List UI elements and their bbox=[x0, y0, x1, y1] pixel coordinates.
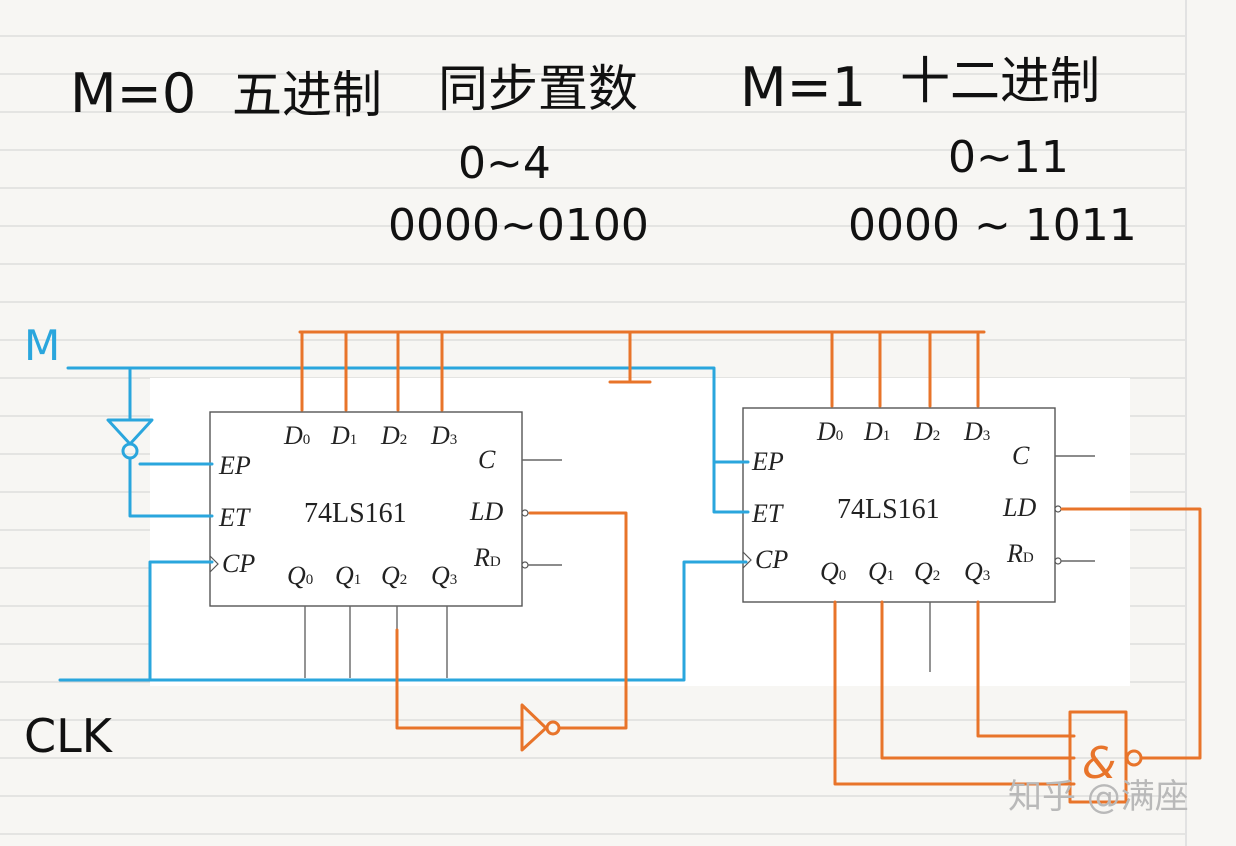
counter-type-left: 五进制 bbox=[232, 66, 382, 124]
signal-m-label: M bbox=[24, 321, 60, 370]
pin-d0: D0 bbox=[283, 421, 310, 450]
chip-name: 74LS161 bbox=[837, 494, 940, 525]
pin-d3: D3 bbox=[430, 421, 457, 450]
notes-left: M=0 五进制 同步置数 0~4 0000~0100 bbox=[70, 60, 649, 251]
pin-et: ET bbox=[751, 499, 784, 528]
pin-q1: Q1 bbox=[335, 561, 361, 590]
and-gate-symbol: & bbox=[1082, 738, 1116, 789]
notes-right: M=1 十二进制 0~11 0000 ~ 1011 bbox=[740, 52, 1137, 251]
pin-cp: CP bbox=[755, 545, 788, 574]
m-inverter-gate bbox=[106, 418, 154, 446]
pin-cp: CP bbox=[222, 549, 255, 578]
feedback-inverter bbox=[520, 703, 548, 752]
nand-to-ld2 bbox=[1060, 507, 1202, 760]
pin-q2: Q2 bbox=[381, 561, 407, 590]
svg-text:D0: D0 bbox=[816, 417, 843, 446]
svg-text:D2: D2 bbox=[380, 421, 407, 450]
svg-text:D1: D1 bbox=[863, 417, 890, 446]
svg-text:RD: RD bbox=[473, 543, 501, 572]
pin-d2: D2 bbox=[913, 417, 940, 446]
svg-text:Q2: Q2 bbox=[381, 561, 407, 590]
feedback-inverter-bubble bbox=[545, 720, 561, 736]
pin-q1: Q1 bbox=[868, 557, 894, 586]
svg-text:Q1: Q1 bbox=[868, 557, 894, 586]
svg-text:RD: RD bbox=[1006, 539, 1034, 568]
pin-d1: D1 bbox=[863, 417, 890, 446]
chip-pin-stubs bbox=[304, 459, 562, 678]
mode-left: M=0 bbox=[70, 62, 196, 125]
chip-body bbox=[209, 411, 523, 607]
signal-clk-label: CLK bbox=[24, 709, 114, 763]
chip-74ls161-left: D0 D1 D2 D3 C EP ET CP 74LS161 LD RD Q0 … bbox=[209, 411, 562, 678]
pin-ld: LD bbox=[469, 497, 503, 526]
pin-q3: Q3 bbox=[431, 561, 457, 590]
ld-bubble bbox=[521, 509, 529, 517]
range-dec-left: 0~4 bbox=[458, 138, 551, 189]
pin-rd: RD bbox=[1006, 539, 1034, 568]
pin-c: C bbox=[478, 445, 496, 474]
svg-text:Q0: Q0 bbox=[820, 557, 846, 586]
chip-74ls161-right: D0 D1 D2 D3 C EP ET CP 74LS161 LD RD Q0 … bbox=[742, 407, 1095, 672]
svg-text:Q1: Q1 bbox=[335, 561, 361, 590]
pin-ep: EP bbox=[218, 451, 251, 480]
q2-to-inverter bbox=[395, 628, 522, 730]
load-method: 同步置数 bbox=[438, 60, 638, 118]
rd-bubble bbox=[1054, 557, 1062, 565]
orange-wires bbox=[298, 330, 1202, 804]
chip-pin-stubs bbox=[929, 455, 1095, 672]
cp-clock-marker bbox=[742, 551, 752, 569]
pin-d3: D3 bbox=[963, 417, 990, 446]
pin-d1: D1 bbox=[330, 421, 357, 450]
pin-d0: D0 bbox=[816, 417, 843, 446]
ld-bubble bbox=[1054, 505, 1062, 513]
svg-text:Q2: Q2 bbox=[914, 557, 940, 586]
svg-text:D2: D2 bbox=[913, 417, 940, 446]
counter-type-right: 十二进制 bbox=[900, 52, 1100, 110]
svg-text:D0: D0 bbox=[283, 421, 310, 450]
chip-body bbox=[742, 407, 1056, 603]
range-dec-right: 0~11 bbox=[948, 132, 1069, 183]
chip-name: 74LS161 bbox=[304, 498, 407, 529]
pin-et: ET bbox=[218, 503, 251, 532]
pin-c: C bbox=[1012, 441, 1030, 470]
svg-text:D3: D3 bbox=[430, 421, 457, 450]
pin-q2: Q2 bbox=[914, 557, 940, 586]
inverter-to-et1 bbox=[128, 456, 214, 518]
pin-d2: D2 bbox=[380, 421, 407, 450]
pin-rd: RD bbox=[473, 543, 501, 572]
range-bin-right: 0000 ~ 1011 bbox=[848, 200, 1137, 251]
blue-wires bbox=[58, 366, 750, 682]
svg-text:D3: D3 bbox=[963, 417, 990, 446]
pin-ep: EP bbox=[751, 447, 784, 476]
inverter-to-ld1 bbox=[528, 511, 628, 730]
svg-text:D1: D1 bbox=[330, 421, 357, 450]
q1-to-nand bbox=[880, 600, 1076, 760]
pin-q0: Q0 bbox=[820, 557, 846, 586]
clk-to-cp1 bbox=[148, 560, 214, 682]
cp-clock-marker bbox=[209, 555, 219, 573]
mode-right: M=1 bbox=[740, 56, 866, 119]
svg-text:Q0: Q0 bbox=[287, 561, 313, 590]
q0-to-nand bbox=[833, 600, 1076, 786]
pin-q0: Q0 bbox=[287, 561, 313, 590]
q3-to-nand bbox=[976, 600, 1076, 738]
rd-bubble bbox=[521, 561, 529, 569]
watermark: 知乎 @满座 bbox=[1008, 777, 1189, 817]
svg-text:Q3: Q3 bbox=[964, 557, 990, 586]
clk-line-to-cp2 bbox=[58, 560, 748, 682]
m-inverter-bubble bbox=[121, 442, 139, 460]
pin-ld: LD bbox=[1002, 493, 1036, 522]
range-bin-left: 0000~0100 bbox=[388, 200, 649, 251]
svg-text:Q3: Q3 bbox=[431, 561, 457, 590]
pin-q3: Q3 bbox=[964, 557, 990, 586]
m-line-to-et2 bbox=[66, 366, 750, 514]
